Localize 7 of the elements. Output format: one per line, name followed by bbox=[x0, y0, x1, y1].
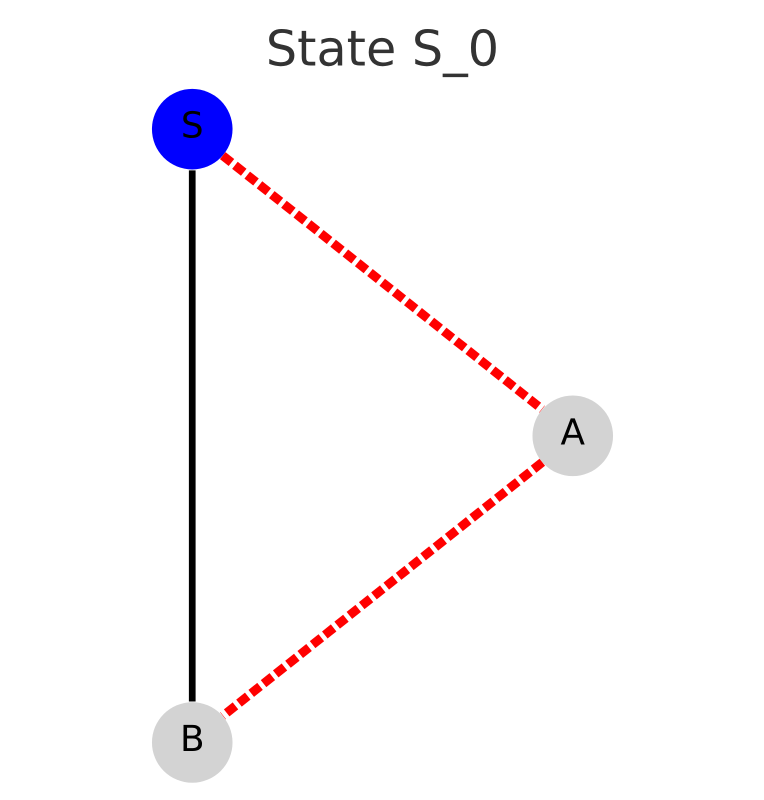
connector bbox=[188, 170, 196, 702]
node-circle: A bbox=[532, 396, 613, 476]
diagram-title: State S_0 bbox=[265, 20, 499, 78]
node-circle: S bbox=[151, 88, 232, 170]
node-circle: B bbox=[151, 702, 232, 783]
connector bbox=[219, 152, 544, 413]
connector bbox=[220, 458, 545, 720]
